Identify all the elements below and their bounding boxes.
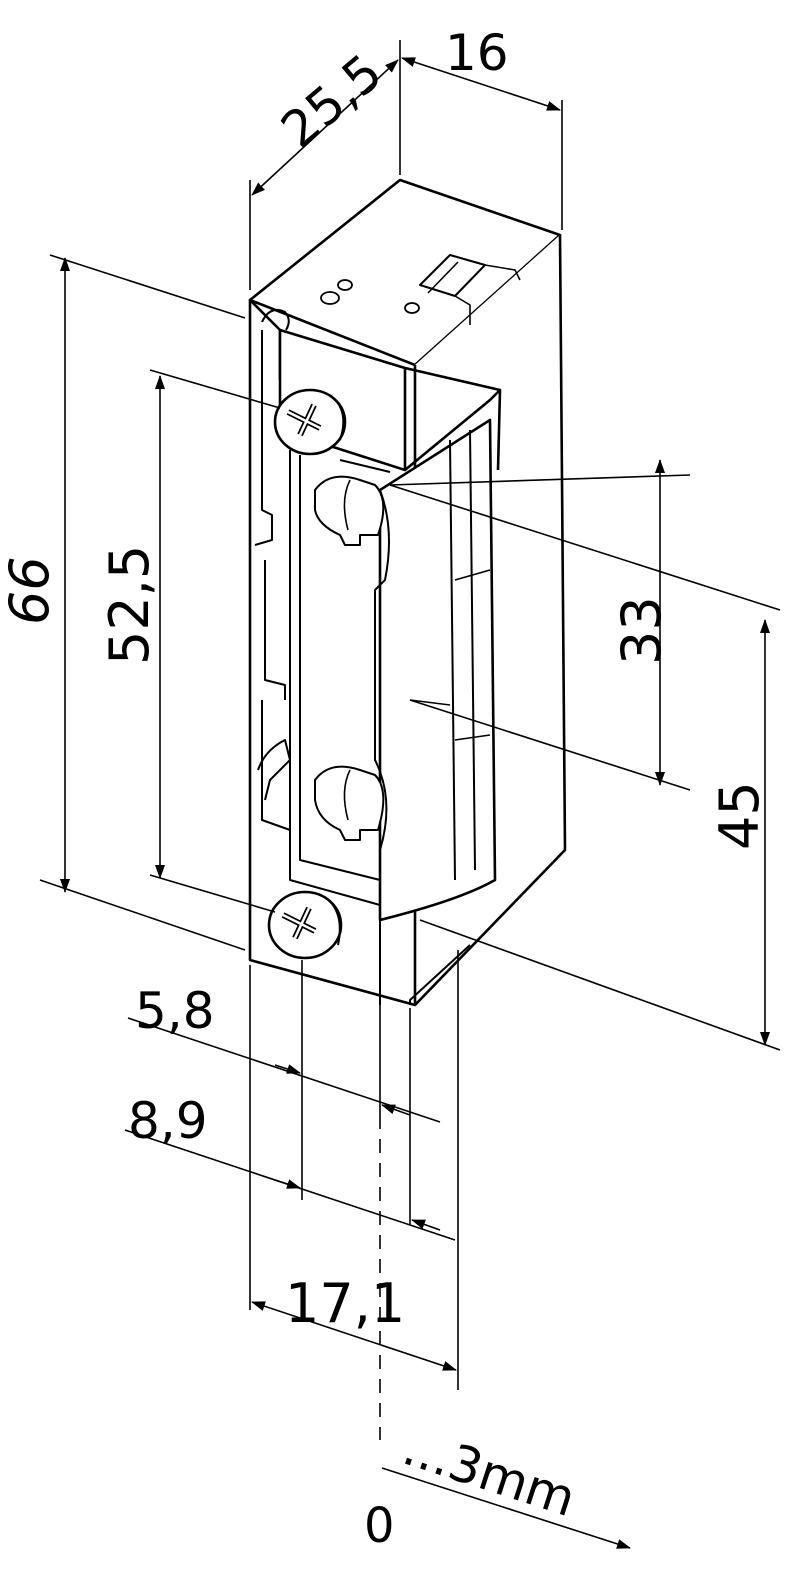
offset-a-label: 5,8 [135, 982, 215, 1040]
zero-label: 0 [364, 1498, 395, 1554]
screw-spacing-label: 52,5 [98, 545, 161, 665]
electric-strike-body [248, 178, 567, 1007]
dimension-lines [39, 40, 781, 1549]
width-top-label: 16 [445, 24, 509, 82]
latch-offset-label: 45 [708, 781, 771, 850]
adjust-range-label: ...3mm [396, 1418, 582, 1528]
height-total-label: 66 [0, 556, 61, 625]
screw-bottom-icon [267, 890, 343, 960]
screw-top-icon [273, 388, 347, 456]
latch-height-label: 33 [610, 596, 673, 665]
offset-b-label: 8,9 [128, 1092, 208, 1150]
faceplate-width-label: 17,1 [285, 1272, 405, 1335]
depth-label: 25,5 [270, 43, 393, 159]
